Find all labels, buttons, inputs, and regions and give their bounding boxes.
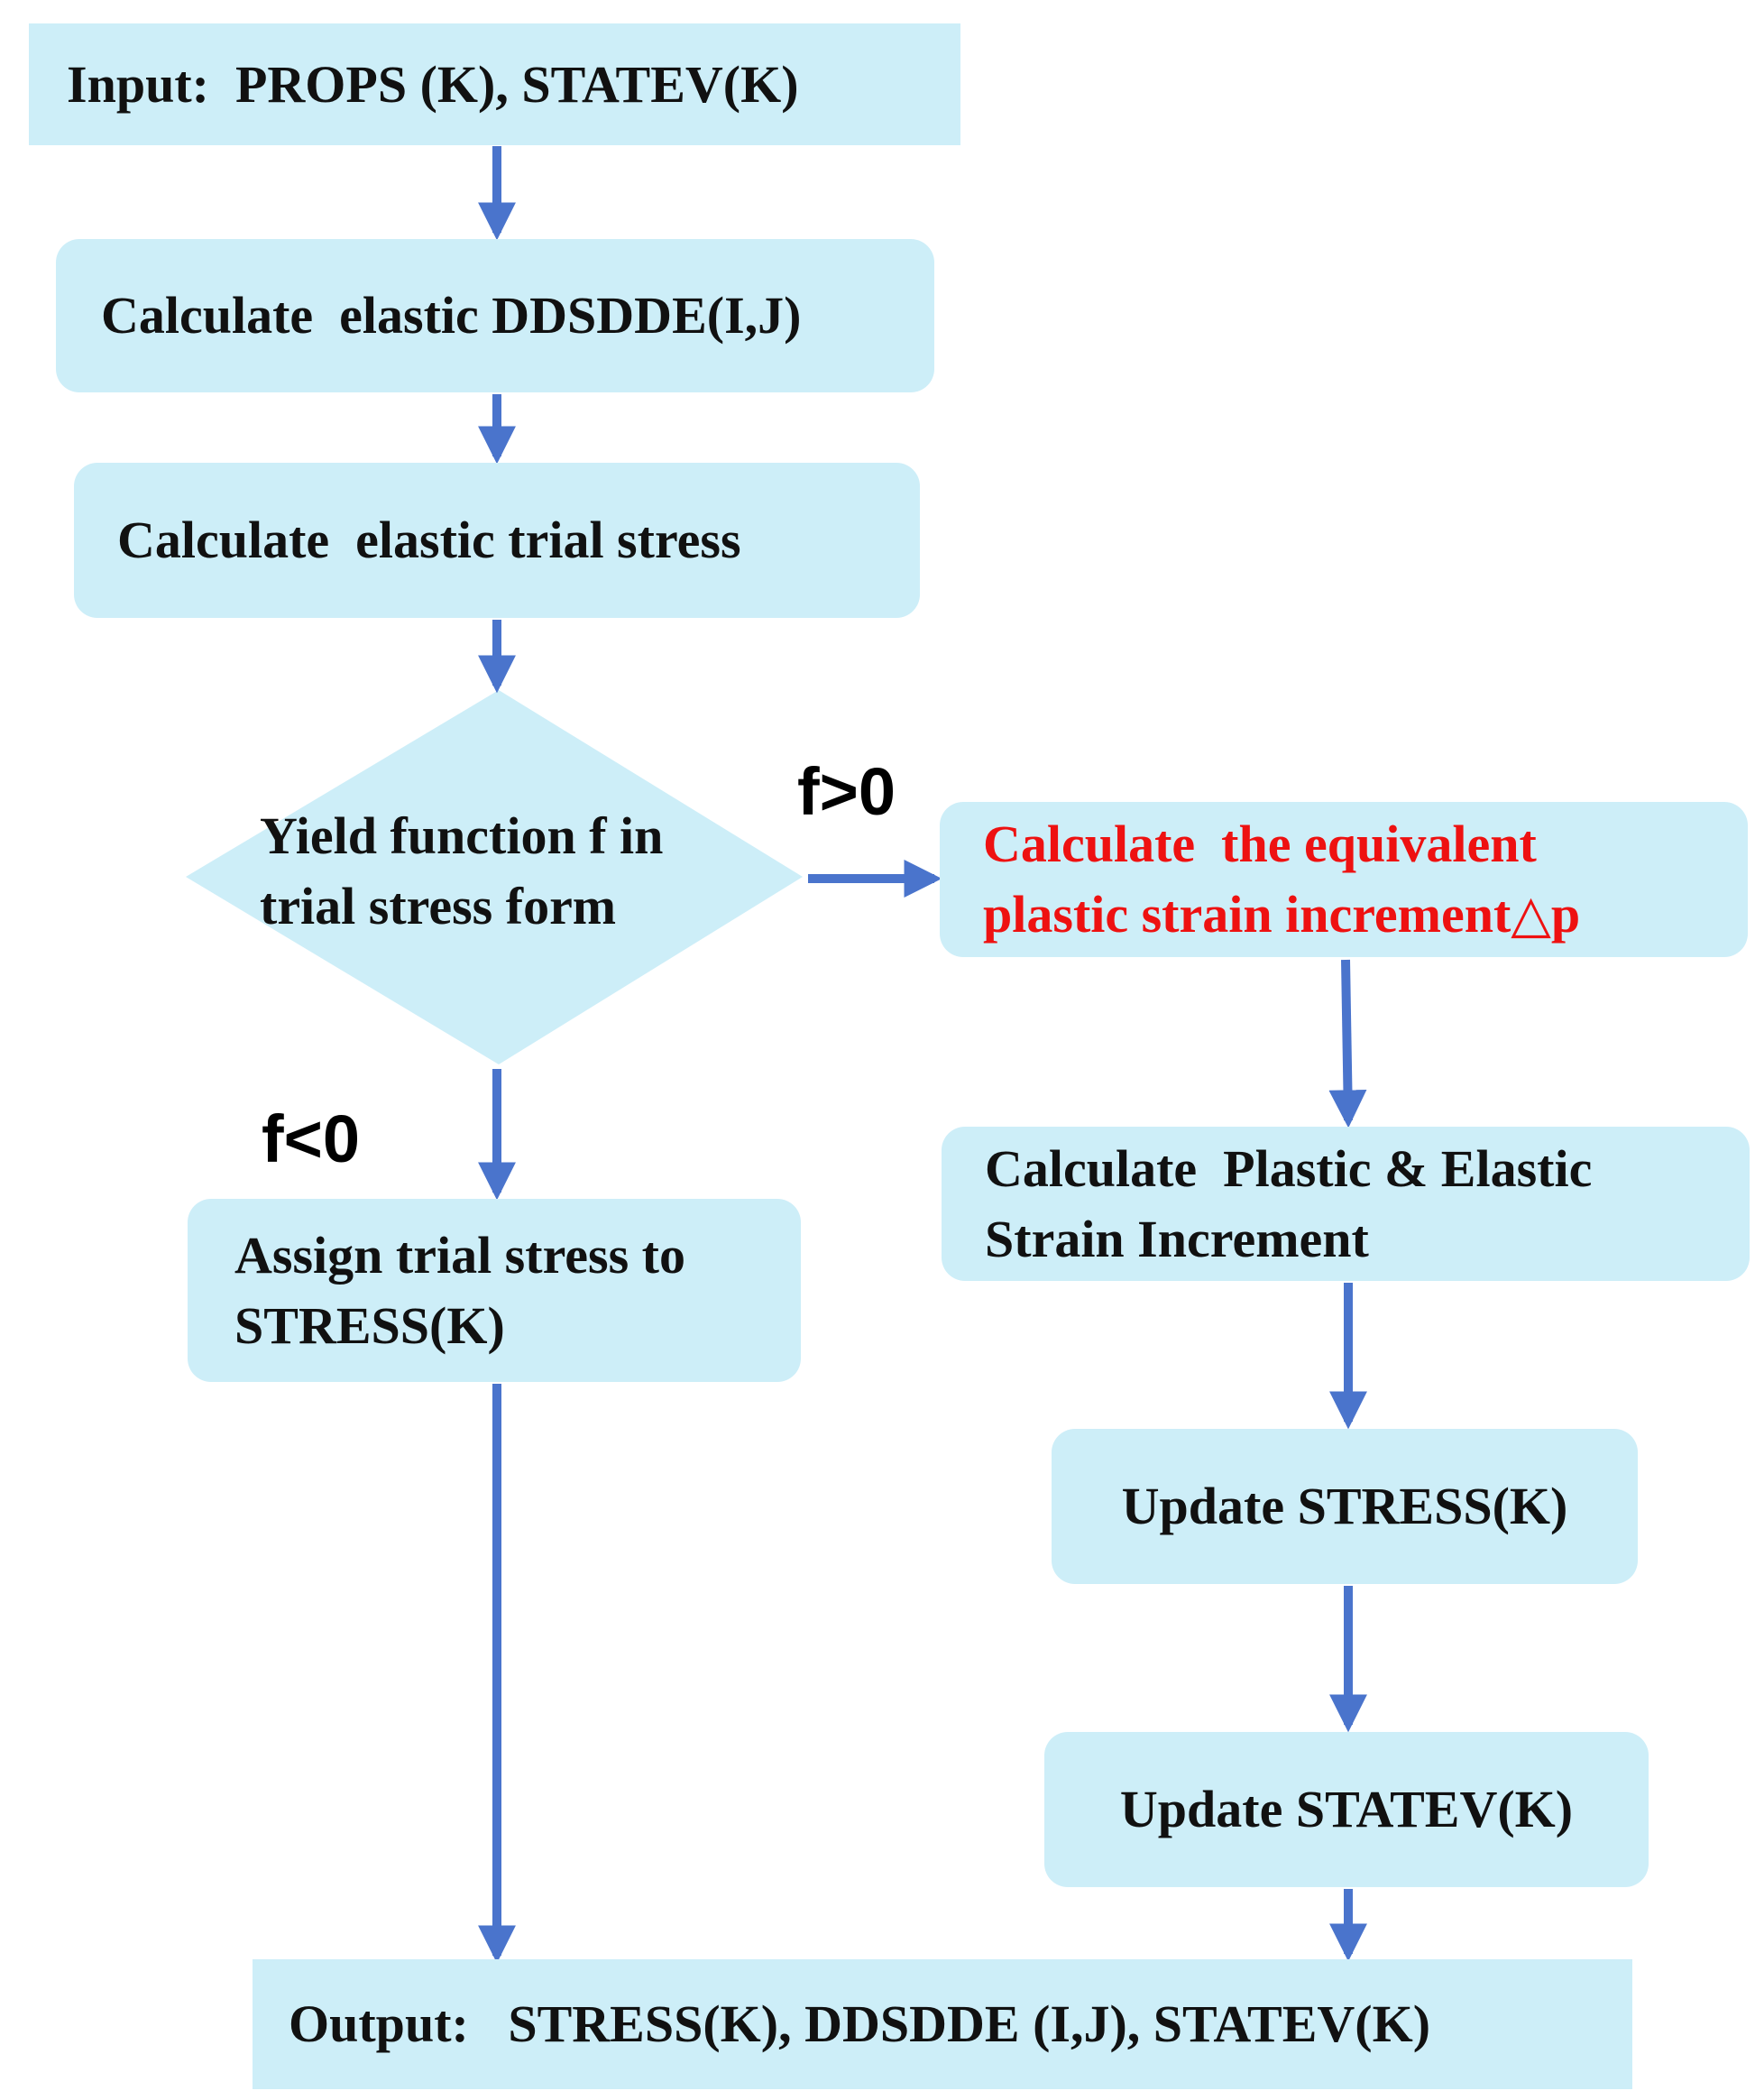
calc-trial-stress-box: Calculate elastic trial stress	[74, 463, 920, 618]
assign-trial-stress-text: Assign trial stress to STRESS(K)	[234, 1220, 685, 1361]
equivalent-line-2: plastic strain increment△p	[983, 885, 1581, 944]
equivalent-strain-box: Calculate the equivalent plastic strain …	[940, 802, 1748, 957]
calc-trial-stress-text: Calculate elastic trial stress	[117, 511, 741, 570]
equivalent-strain-text: Calculate the equivalent plastic strain …	[983, 809, 1580, 950]
update-stress-text: Update STRESS(K)	[1121, 1477, 1568, 1536]
input-box: Input: PROPS (K), STATEV(K)	[29, 23, 960, 145]
output-text: Output: STRESS(K), DDSDDE (I,J), STATEV(…	[289, 1994, 1431, 2054]
update-stress-box: Update STRESS(K)	[1052, 1429, 1638, 1584]
yield-line-2: trial stress form	[260, 877, 617, 935]
plastic-elastic-text: Calculate Plastic & Elastic Strain Incre…	[985, 1134, 1592, 1275]
assign-trial-stress-box: Assign trial stress to STRESS(K)	[188, 1199, 801, 1382]
label-f-positive: f>0	[797, 754, 896, 829]
plastic-elastic-line-1: Calculate Plastic & Elastic	[985, 1138, 1593, 1198]
decision-diamond	[186, 690, 803, 1064]
plastic-elastic-line-2: Strain Increment	[985, 1209, 1369, 1268]
output-box: Output: STRESS(K), DDSDDE (I,J), STATEV(…	[253, 1959, 1632, 2089]
input-text: Input: PROPS (K), STATEV(K)	[67, 54, 799, 114]
equivalent-line-1: Calculate the equivalent	[983, 815, 1537, 873]
arrow-equivalent-to-plastic	[1328, 959, 1367, 1128]
assign-line-1: Assign trial stress to	[234, 1225, 685, 1285]
assign-line-2: STRESS(K)	[234, 1295, 505, 1355]
yield-function-text: Yield function f in trial stress form	[260, 801, 663, 942]
update-statev-box: Update STATEV(K)	[1044, 1732, 1649, 1887]
plastic-elastic-box: Calculate Plastic & Elastic Strain Incre…	[942, 1127, 1750, 1281]
yield-line-1: Yield function f in	[260, 806, 664, 865]
update-statev-text: Update STATEV(K)	[1119, 1780, 1574, 1839]
calc-ddsdde-box: Calculate elastic DDSDDE(I,J)	[56, 239, 934, 392]
label-f-negative: f<0	[262, 1101, 361, 1176]
calc-ddsdde-text: Calculate elastic DDSDDE(I,J)	[101, 286, 802, 345]
